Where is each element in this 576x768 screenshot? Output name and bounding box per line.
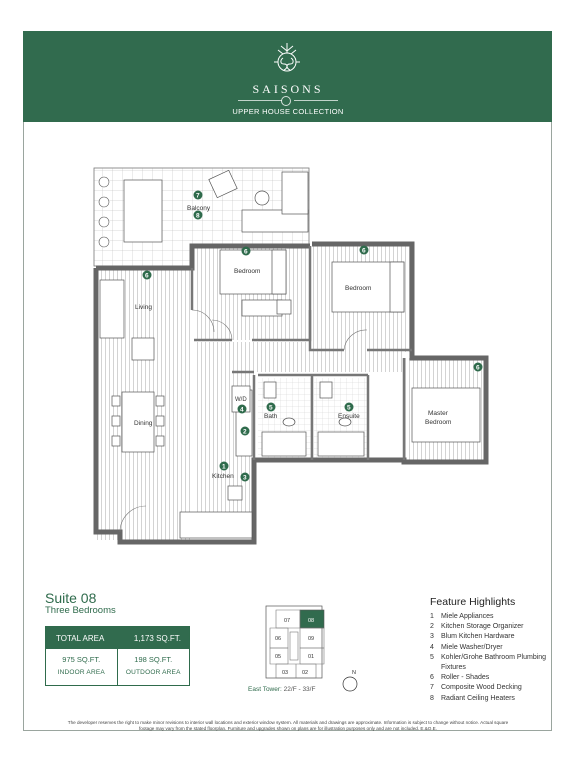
floor-plan-drawing: Balcony Bedroom Bedroom Living Dining Ki…	[93, 167, 489, 545]
badge-7: 7	[193, 190, 203, 200]
badge-6-living: 6	[142, 270, 152, 280]
collection-name: UPPER HOUSE COLLECTION	[232, 107, 344, 116]
svg-text:1: 1	[222, 464, 226, 471]
saisons-logo-icon	[274, 43, 300, 72]
key-plan-unit-06: 06	[275, 636, 281, 642]
north-arrow-icon: N	[342, 670, 358, 692]
badge-4: 4	[237, 404, 247, 414]
svg-text:6: 6	[362, 248, 366, 255]
key-plan: 07 08 06 09 05 01 03 02	[265, 605, 325, 679]
badge-5-ensuite: 5	[344, 402, 354, 412]
indoor-area-value: 975 SQ.FT.	[62, 655, 101, 664]
key-plan-unit-09: 09	[308, 636, 314, 642]
room-label-bedroom-2: Bedroom	[345, 285, 371, 292]
badge-8: 8	[193, 210, 203, 220]
svg-text:5: 5	[269, 405, 273, 412]
svg-text:3: 3	[243, 475, 247, 482]
outdoor-sofa	[241, 209, 309, 233]
key-plan-floors: 22/F - 33/F	[283, 686, 316, 693]
area-table: TOTAL AREA 1,173 SQ.FT. 975 SQ.FT. INDOO…	[45, 626, 190, 686]
brand-rule-left	[238, 100, 282, 101]
svg-text:N: N	[352, 670, 356, 676]
side-table	[254, 190, 270, 206]
indoor-area-cell: 975 SQ.FT. INDOOR AREA	[46, 649, 118, 686]
feature-badges: 7 8 6 6 6 6 4 5 5 2 1 3	[142, 190, 483, 482]
svg-text:4: 4	[240, 407, 244, 414]
key-plan-caption: East Tower: 22/F - 33/F	[248, 686, 315, 693]
svg-text:2: 2	[243, 429, 247, 436]
room-label-master: Master	[428, 410, 449, 417]
svg-text:6: 6	[244, 249, 248, 256]
svg-text:6: 6	[145, 273, 149, 280]
badge-1: 1	[219, 461, 229, 471]
svg-text:6: 6	[476, 365, 480, 372]
key-plan-tower: East Tower:	[248, 686, 282, 693]
total-area-value: 1,173 SQ.FT.	[133, 634, 181, 643]
total-area-label: TOTAL AREA	[56, 634, 105, 643]
suite-title: Suite 08	[45, 590, 97, 606]
outdoor-area-value: 198 SQ.FT.	[134, 655, 173, 664]
badge-3: 3	[240, 472, 250, 482]
key-plan-unit-02: 02	[302, 670, 308, 676]
room-label-wd: W/D	[235, 397, 247, 403]
room-label-ensuite: Ensuite	[338, 413, 360, 420]
badge-6-master: 6	[473, 362, 483, 372]
key-plan-unit-05: 05	[275, 654, 281, 660]
key-plan-unit-03: 03	[282, 670, 288, 676]
room-label-dining: Dining	[134, 420, 153, 427]
balcony-plants	[98, 176, 110, 248]
room-label-bath: Bath	[264, 413, 278, 420]
indoor-area-label: INDOOR AREA	[57, 669, 105, 676]
svg-text:7: 7	[196, 193, 200, 200]
brand-name: SAISONS	[252, 82, 324, 96]
outdoor-area-label: OUTDOOR AREA	[125, 669, 181, 676]
floor-plan: Balcony Bedroom Bedroom Living Dining Ki…	[82, 160, 492, 550]
outdoor-area-cell: 198 SQ.FT. OUTDOOR AREA	[118, 649, 190, 686]
key-plan-unit-07: 07	[284, 618, 290, 624]
interior-walls	[190, 246, 412, 460]
svg-text:8: 8	[196, 213, 200, 220]
badge-2: 2	[240, 426, 250, 436]
hallway-floor	[194, 342, 404, 372]
key-plan-unit-08: 08	[308, 618, 314, 624]
badge-5-bath: 5	[266, 402, 276, 412]
svg-text:5: 5	[347, 405, 351, 412]
room-label-kitchen: Kitchen	[212, 473, 234, 480]
suite-subtitle: Three Bedrooms	[45, 605, 116, 616]
brand-rule-right	[294, 100, 338, 101]
room-label-living: Living	[135, 304, 152, 311]
lounge-chair	[208, 169, 238, 199]
features-title: Feature Highlights	[430, 596, 516, 608]
outdoor-sofa-side	[281, 171, 309, 215]
balcony-table	[123, 179, 163, 243]
room-label-bedroom-1: Bedroom	[234, 268, 260, 275]
interior-furniture	[99, 249, 481, 539]
badge-6-bedroom: 6	[241, 246, 251, 256]
key-plan-unit-01: 01	[308, 654, 314, 660]
room-label-balcony: Balcony	[187, 205, 211, 212]
area-table-header: TOTAL AREA 1,173 SQ.FT.	[46, 627, 189, 649]
disclaimer-text: The developer reserves the right to make…	[67, 720, 509, 732]
badge-6-bedroom-2: 6	[359, 245, 369, 255]
brand-emblem-icon	[281, 96, 291, 106]
room-label-master-bedroom: Bedroom	[425, 419, 451, 426]
door-swings	[119, 309, 368, 533]
